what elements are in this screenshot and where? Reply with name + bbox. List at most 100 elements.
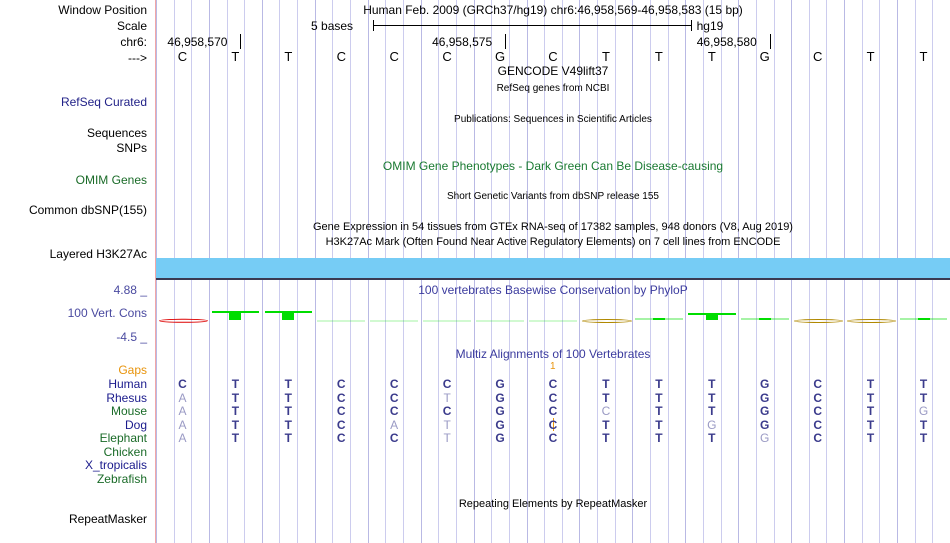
- label-layered-h3k27ac[interactable]: Layered H3K27Ac: [49, 247, 147, 261]
- reference-base: T: [231, 49, 240, 64]
- label-sequences[interactable]: Sequences: [86, 126, 147, 140]
- reference-base: T: [654, 49, 663, 64]
- track-title-omim: OMIM Gene Phenotypes - Dark Green Can Be…: [382, 159, 724, 173]
- ruler-coordinate-label: 46,958,570: [167, 35, 228, 49]
- alignment-base: G: [918, 404, 929, 418]
- label-cons-min: -4.5 _: [116, 330, 147, 344]
- conservation-bar-negative: [158, 318, 209, 324]
- alignment-base: T: [443, 417, 451, 432]
- species-label-elephant[interactable]: Elephant: [99, 431, 147, 445]
- alignment-base: T: [708, 390, 716, 405]
- alignment-base: C: [389, 377, 399, 391]
- conservation-bar-positive: [705, 313, 718, 320]
- alignment-base: T: [919, 417, 928, 432]
- alignment-base: C: [336, 404, 346, 418]
- alignment-base: T: [655, 417, 663, 432]
- alignment-row: [156, 446, 950, 459]
- alignment-base: C: [813, 390, 822, 405]
- conservation-bar-positive: [917, 318, 930, 320]
- alignment-base: A: [178, 417, 187, 432]
- species-label-mouse[interactable]: Mouse: [110, 404, 147, 418]
- label-data-separator: [155, 0, 156, 543]
- label-100-vert-cons[interactable]: 100 Vert. Cons: [67, 306, 147, 320]
- alignment-base: T: [708, 431, 716, 445]
- alignment-base: A: [178, 404, 187, 418]
- label-repeatmasker[interactable]: RepeatMasker: [68, 512, 147, 526]
- alignment-base: T: [866, 404, 875, 418]
- alignment-base: T: [284, 377, 292, 391]
- alignment-base: T: [866, 431, 875, 445]
- alignment-base: G: [495, 377, 505, 391]
- label-window-position: Window Position: [58, 3, 147, 17]
- alignment-base: G: [760, 377, 770, 391]
- alignment-base: G: [707, 417, 717, 432]
- alignment-base: C: [442, 377, 452, 391]
- conservation-bar-positive: [758, 318, 771, 320]
- conservation-bar-positive: [282, 310, 295, 320]
- species-label-x_tropicalis[interactable]: X_tropicalis: [84, 458, 147, 472]
- alignment-base: T: [708, 404, 716, 418]
- alignment-base: T: [231, 417, 240, 432]
- track-title-h3k27ac: H3K27Ac Mark (Often Found Near Active Re…: [325, 236, 781, 248]
- track-label-column: Window Position Scale chr6: ---> RefSeq …: [0, 0, 155, 543]
- label-omim-genes[interactable]: OMIM Genes: [75, 173, 147, 187]
- alignment-row: [156, 459, 950, 472]
- alignment-row: [156, 473, 950, 486]
- track-data-column: Human Feb. 2009 (GRCh37/hg19) chr6:46,95…: [156, 0, 950, 543]
- reference-base: C: [548, 49, 558, 64]
- conservation-bar-negative: [846, 319, 897, 323]
- reference-base: T: [866, 49, 875, 64]
- track-title-gencode: GENCODE V49lift37: [497, 64, 609, 78]
- alignment-base: T: [443, 431, 451, 445]
- alignment-base: T: [443, 390, 451, 405]
- ruler-tick: [769, 34, 771, 49]
- label-cons-max: 4.88 _: [113, 283, 147, 297]
- alignment-base: T: [708, 377, 716, 391]
- species-label-zebrafish[interactable]: Zebrafish: [96, 471, 147, 486]
- h3k27ac-baseline: [156, 278, 950, 280]
- conservation-whisker: [740, 318, 789, 320]
- species-label-rhesus[interactable]: Rhesus: [106, 390, 147, 405]
- alignment-base: G: [495, 417, 505, 432]
- track-title-phylop: 100 vertebrates Basewise Conservation by…: [418, 283, 688, 297]
- scale-bar-line: [373, 25, 691, 26]
- conservation-bar-positive: [652, 318, 665, 320]
- label-snps[interactable]: SNPs: [116, 141, 147, 155]
- alignment-base: T: [231, 377, 240, 391]
- alignment-base: G: [760, 431, 770, 445]
- track-title-refseq-ncbi: RefSeq genes from NCBI: [496, 83, 610, 94]
- label-scale: Scale: [116, 19, 147, 33]
- alignment-base: A: [390, 417, 399, 432]
- ruler-coordinate-label: 46,958,580: [696, 35, 757, 49]
- alignment-base: C: [548, 390, 558, 405]
- ruler-tick: [240, 34, 242, 49]
- track-title-publications: Publications: Sequences in Scientific Ar…: [454, 114, 652, 125]
- conservation-whisker: [635, 318, 683, 320]
- reference-base: G: [759, 49, 770, 64]
- alignment-base: C: [336, 431, 346, 445]
- alignment-base: T: [602, 377, 610, 391]
- label-common-dbsnp[interactable]: Common dbSNP(155): [28, 203, 147, 217]
- alignment-base: T: [655, 390, 663, 405]
- conservation-zero-line: [529, 320, 577, 322]
- conservation-whisker: [899, 318, 948, 320]
- alignment-base: C: [336, 390, 346, 405]
- gap-tick-mark: [553, 418, 554, 431]
- species-label-chicken[interactable]: Chicken: [103, 444, 147, 459]
- reference-base: G: [495, 49, 506, 64]
- alignment-base: C: [389, 431, 399, 445]
- conservation-bar-positive: [229, 310, 242, 320]
- reference-base: C: [336, 49, 346, 64]
- h3k27ac-signal-block[interactable]: [156, 258, 950, 278]
- alignment-base: C: [813, 404, 822, 418]
- assembly-position-line: Human Feb. 2009 (GRCh37/hg19) chr6:46,95…: [363, 3, 743, 17]
- label-refseq-curated[interactable]: RefSeq Curated: [60, 95, 147, 109]
- species-label-human[interactable]: Human: [108, 377, 147, 391]
- alignment-base: G: [760, 417, 770, 432]
- species-label-dog[interactable]: Dog: [124, 417, 147, 432]
- alignment-base: T: [602, 390, 610, 405]
